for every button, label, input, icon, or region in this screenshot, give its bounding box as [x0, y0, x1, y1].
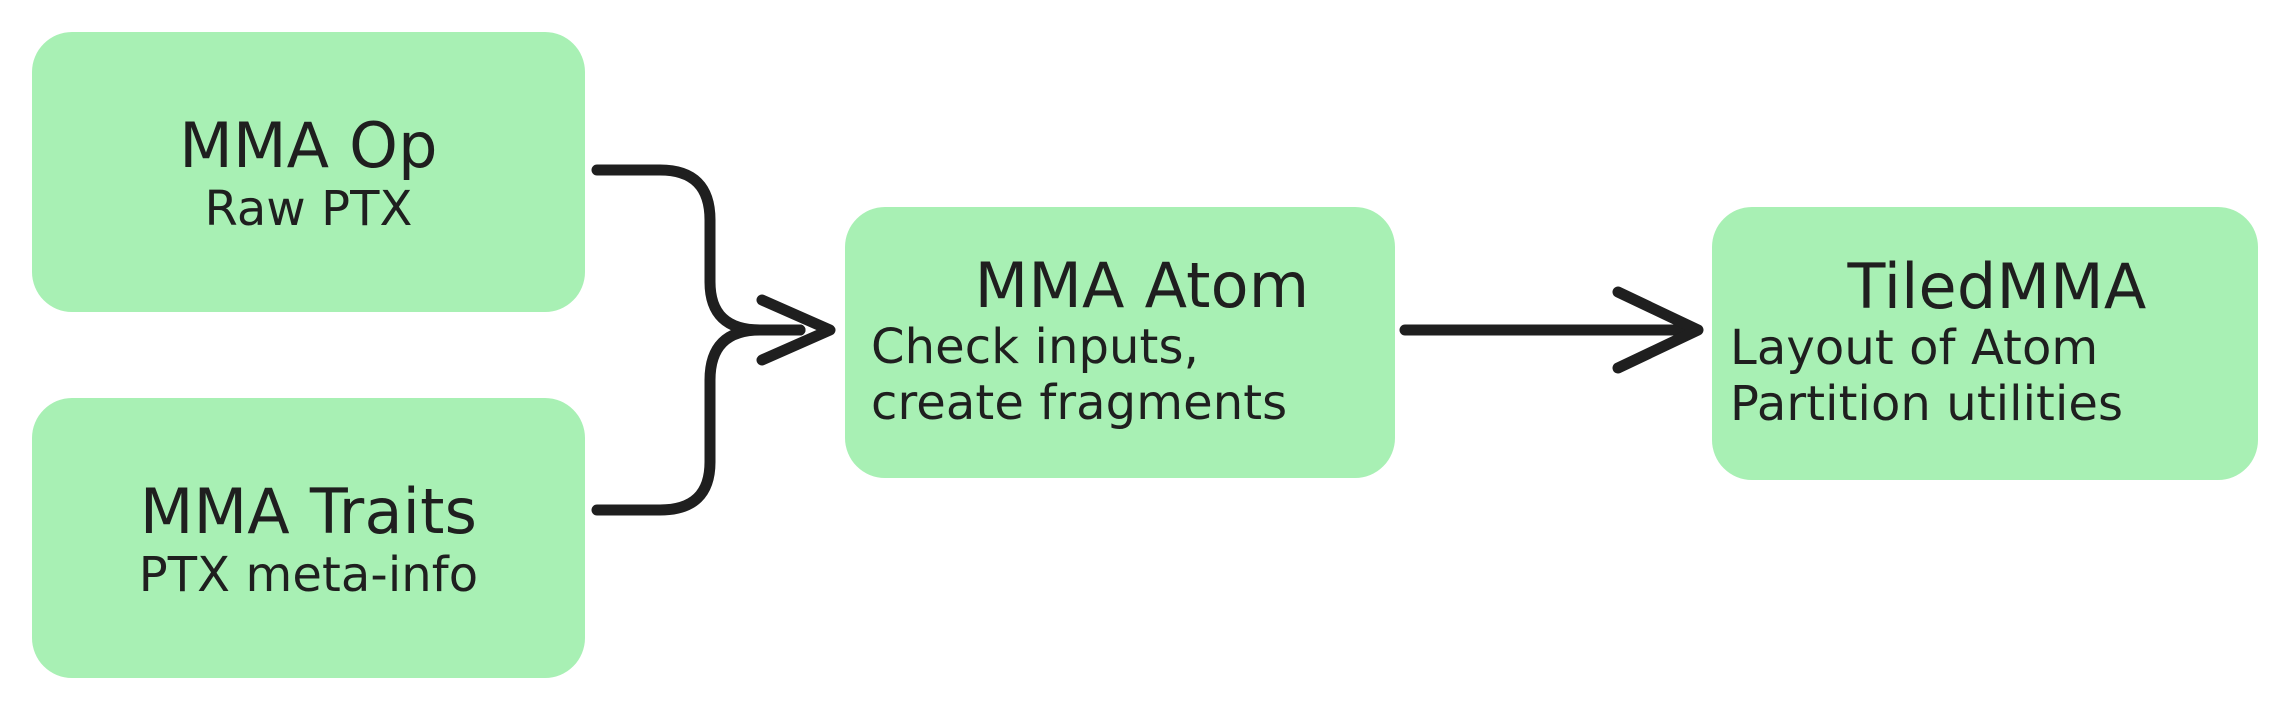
- arrowhead-into-tiledmma: [1612, 286, 1704, 374]
- edge-op-to-atom: [591, 164, 806, 336]
- node-mma-traits[interactable]: MMA Traits PTX meta-info: [32, 398, 585, 678]
- node-tiledmma-title: TiledMMA: [1847, 250, 2147, 324]
- node-mma-traits-line-0: PTX meta-info: [138, 546, 479, 603]
- edge-traits-to-atom: [591, 324, 806, 516]
- node-mma-atom-line-1: create fragments: [871, 374, 1288, 431]
- node-tiledmma-line-1: Partition utilities: [1730, 375, 2124, 432]
- node-mma-op[interactable]: MMA Op Raw PTX: [32, 32, 585, 312]
- node-mma-atom-title: MMA Atom: [974, 249, 1310, 323]
- node-mma-atom-line-0: Check inputs,: [871, 319, 1199, 376]
- node-tiledmma-line-0: Layout of Atom: [1730, 320, 2099, 377]
- node-mma-atom[interactable]: MMA Atom Check inputs, create fragments: [845, 207, 1395, 478]
- node-tiledmma[interactable]: TiledMMA Layout of Atom Partition utilit…: [1712, 207, 2258, 480]
- node-mma-op-line-0: Raw PTX: [204, 180, 413, 237]
- node-mma-op-title: MMA Op: [179, 108, 438, 182]
- arrowhead-into-mma-atom: [756, 294, 836, 366]
- node-mma-traits-title: MMA Traits: [139, 474, 478, 548]
